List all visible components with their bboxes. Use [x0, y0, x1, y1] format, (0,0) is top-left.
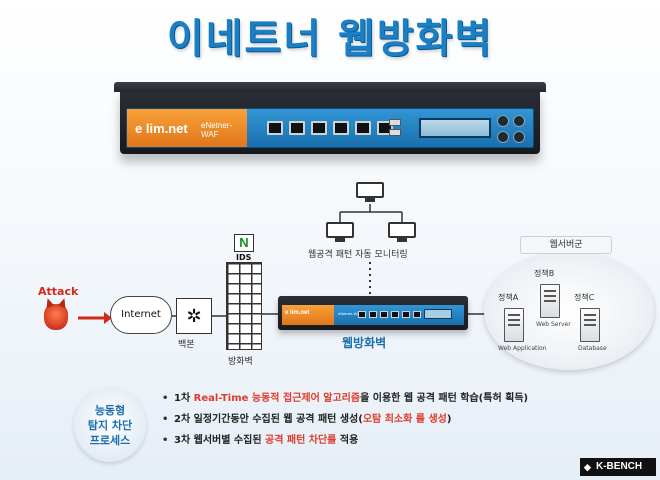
appliance-model: eNetner-WAF [201, 121, 233, 139]
step-item: •2차 일정기간동안 수집된 웹 공격 패턴 생성(오탐 최소화 룰 생성) [162, 414, 452, 425]
ethernet-port [289, 121, 305, 135]
policy-b-caption: Web Server [536, 321, 571, 328]
waf-label: 웹방화벽 [342, 336, 387, 350]
appliance-lcd [419, 118, 491, 138]
computer-icon [388, 222, 416, 242]
process-title: 능동형 탐지 차단 프로세스 [87, 403, 133, 447]
policy-c-caption: Database [578, 345, 607, 352]
appliance-ports [267, 121, 393, 135]
attack-label: Attack [38, 285, 79, 298]
firewall-icon [226, 262, 262, 350]
cloud-icon: Internet [110, 296, 172, 334]
computer-icon [356, 182, 384, 202]
ethernet-port [355, 121, 371, 135]
small-appliance-logo: e lim.net [285, 310, 310, 316]
usb-ports [389, 119, 401, 139]
devil-icon [44, 304, 68, 330]
appliance-buttons [497, 115, 525, 143]
policy-a-label: 정책A [498, 293, 519, 302]
process-badge: 능동형 탐지 차단 프로세스 [74, 388, 146, 462]
policy-c-label: 정책C [574, 293, 595, 302]
ethernet-port [311, 121, 327, 135]
appliance-logo-band: e lim.net eNetner-WAF [127, 109, 247, 147]
step-item: •1차 Real-Time 능동적 접근제어 알고리즘을 이용한 웹 공격 패턴… [162, 393, 529, 404]
appliance-logo: e lim.net [135, 121, 188, 136]
ethernet-port [333, 121, 349, 135]
server-icon [580, 308, 600, 342]
web-server-cluster: 정책A 정책B 정책C Web Application Web Server D… [484, 252, 654, 370]
firewall-label: 방화벽 [228, 357, 253, 367]
monitor-label: 웹공격 패턴 자동 모니터링 [308, 250, 408, 260]
server-icon [504, 308, 524, 342]
policy-a-caption: Web Application [498, 345, 547, 352]
ids-icon: N [234, 234, 254, 252]
policy-b-label: 정책B [534, 269, 555, 278]
ids-label: IDS [236, 253, 252, 262]
server-icon [540, 284, 560, 318]
brand-logo: K-BENCH [580, 458, 656, 476]
small-appliance-model: eNetner-WAF [338, 311, 363, 316]
process-steps: •1차 Real-Time 능동적 접근제어 알고리즘을 이용한 웹 공격 패턴… [162, 388, 602, 451]
step-item: •3차 웹서버별 수집된 공격 패턴 차단룰 적용 [162, 435, 359, 446]
backbone-label: 백본 [178, 340, 195, 350]
waf-appliance-image: e lim.net eNetner-WAF [114, 82, 546, 154]
waf-appliance-small: e lim.net eNetner-WAF [278, 296, 468, 330]
ethernet-port [267, 121, 283, 135]
monitoring-computers [318, 182, 418, 244]
web-server-group-label: 웹서버군 [520, 236, 612, 254]
page-title: 이네트너 웹방화벽 [166, 16, 494, 62]
switch-icon: ✲ [176, 298, 212, 334]
appliance-top [114, 82, 546, 92]
computer-icon [326, 222, 354, 242]
appliance-front-panel: e lim.net eNetner-WAF [126, 108, 534, 148]
